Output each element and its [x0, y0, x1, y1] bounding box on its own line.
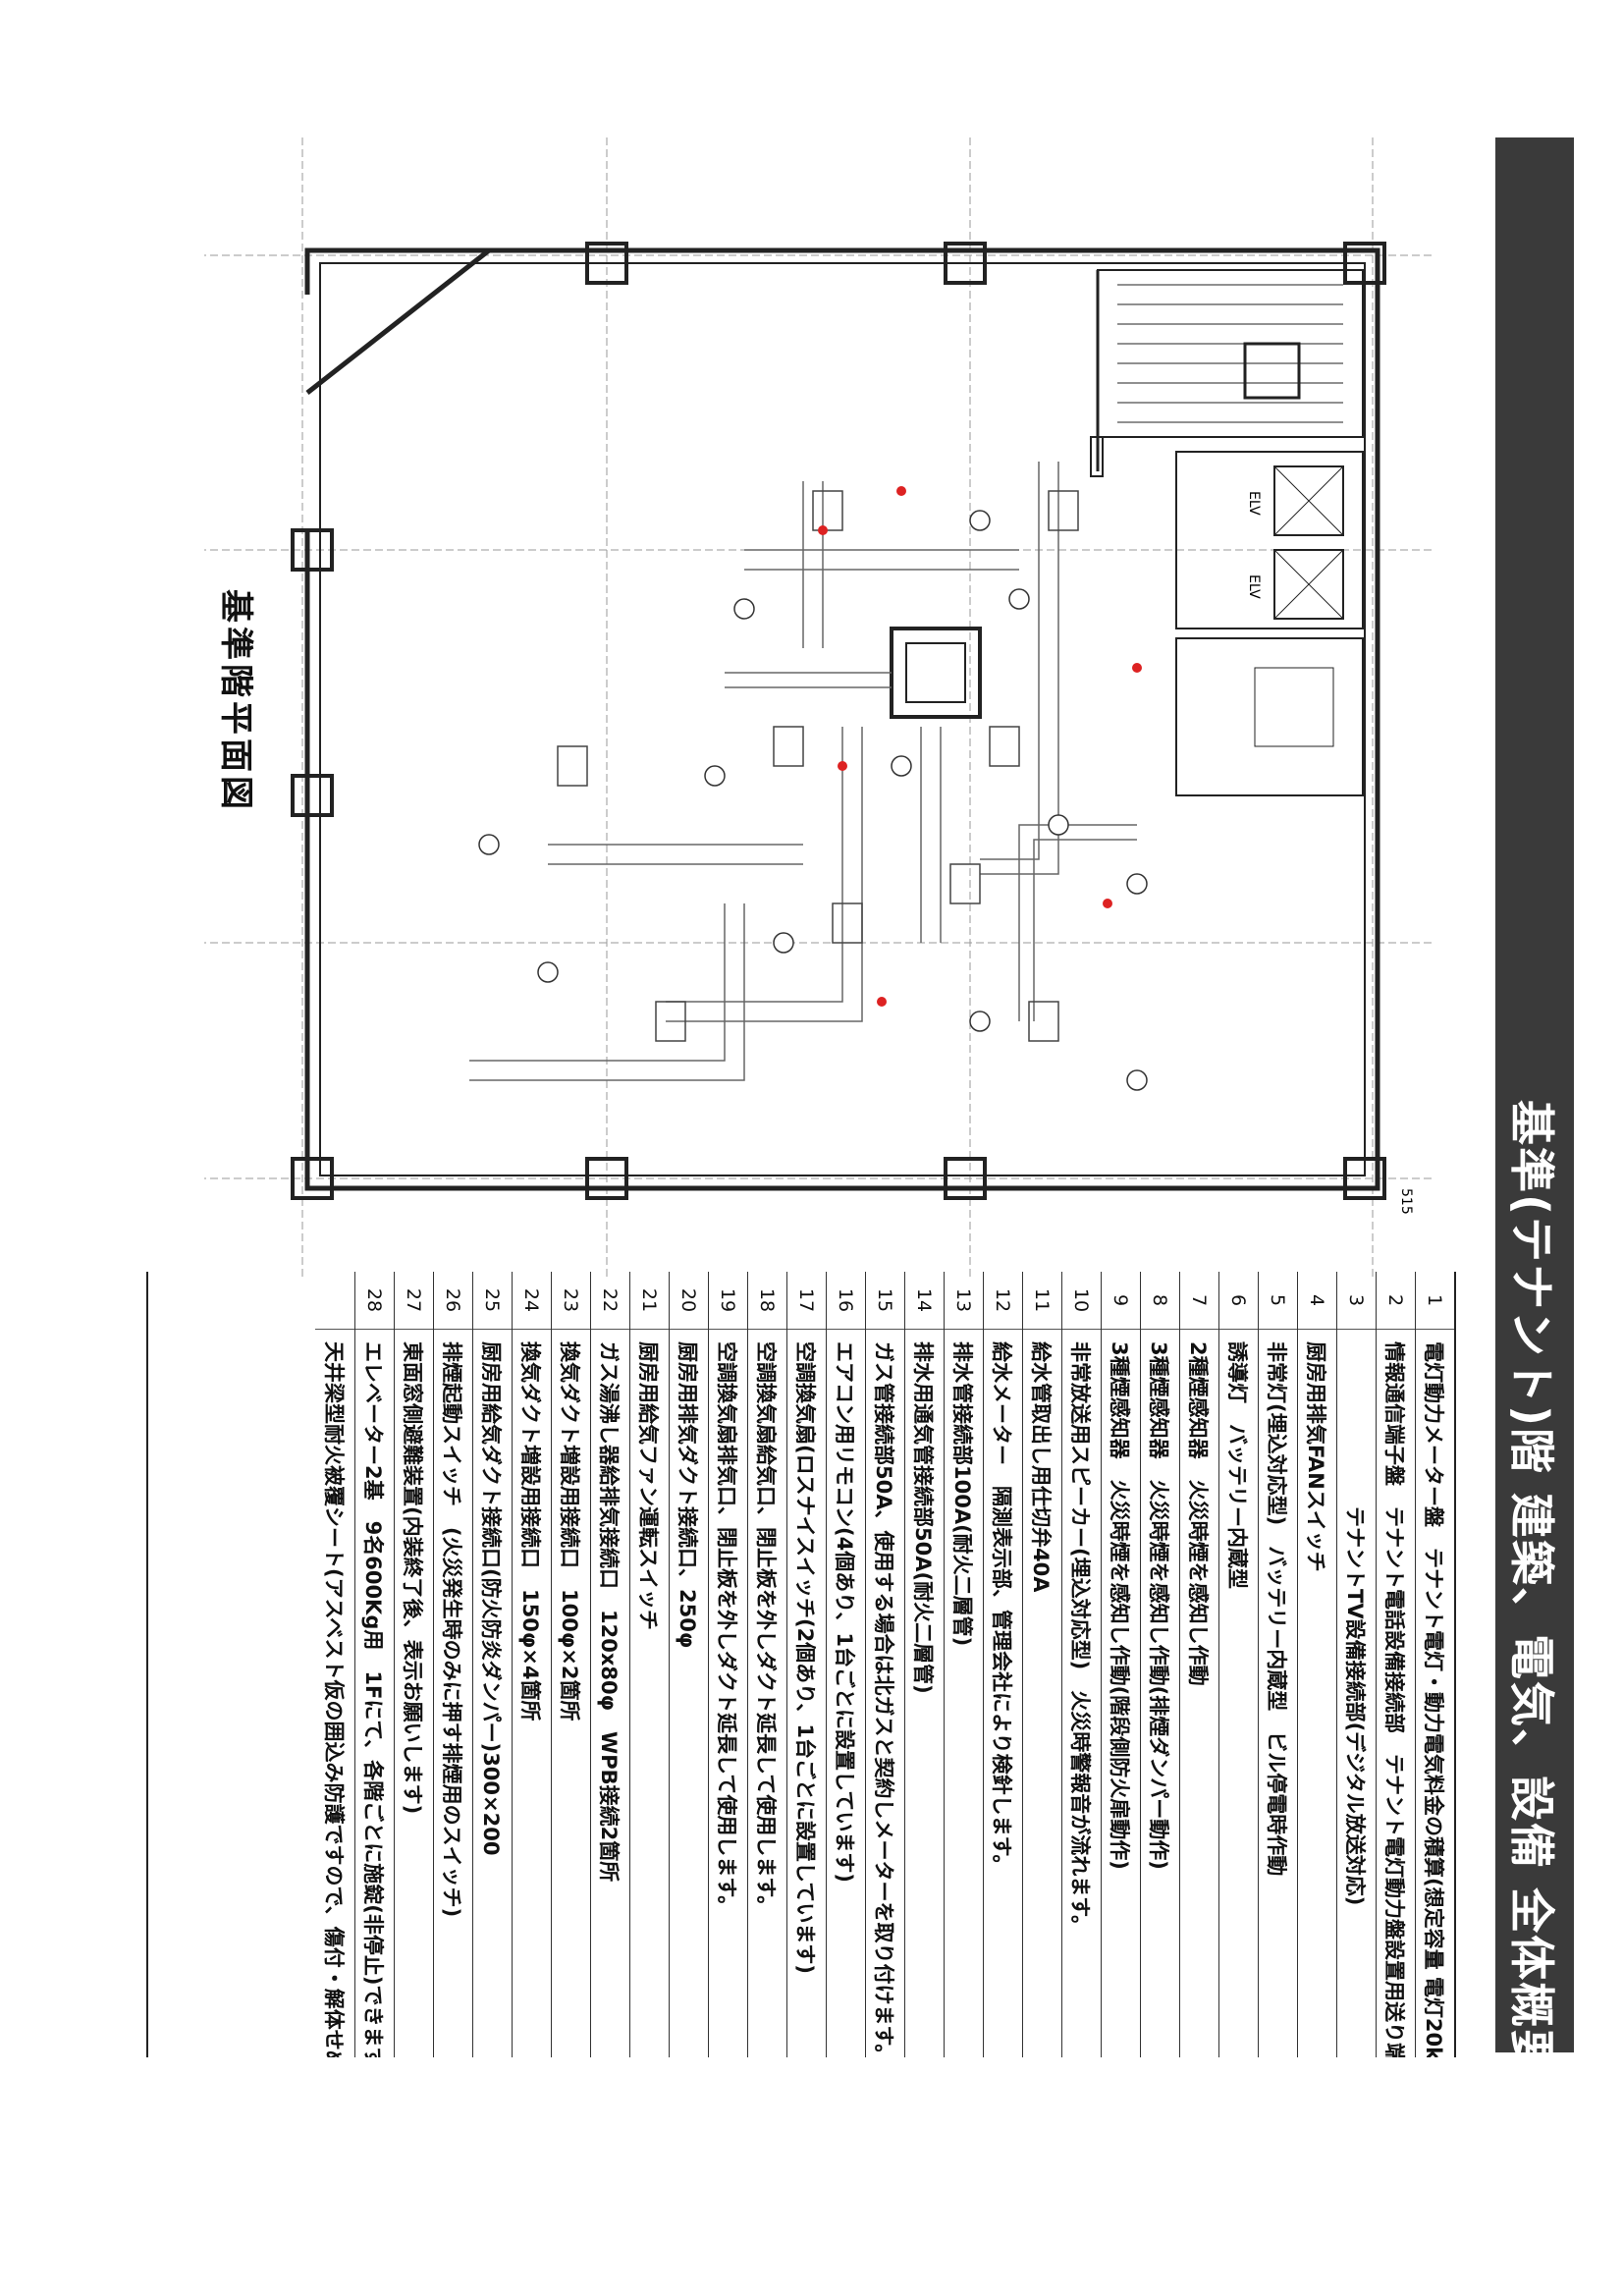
legend-number: 2 — [1384, 1293, 1407, 1307]
legend-row: 4 厨房用排気FANスイッチ — [1297, 1272, 1336, 2057]
legend-text: 3種煙感知器 火災時煙を感知し作動(排煙ダンパー動作) — [1141, 1329, 1179, 1870]
legend-number: 9 — [1109, 1293, 1132, 1307]
legend-text: ガス湯沸し器給排気接続口 120x80φ WPB接続2箇所 — [591, 1329, 629, 1883]
legend-row: 14 排水用通気管接続部50A(耐火二層管) — [904, 1272, 944, 2057]
legend-row: 13 排水管接続部100A(耐火二層管) — [944, 1272, 983, 2057]
legend-text: 厨房用給気ダクト接続口(防火防炎ダンパー)300×200 — [473, 1329, 512, 1856]
legend-number: 5 — [1267, 1293, 1289, 1307]
legend-row: 16 エアコン用リモコン(4個あり、1台ごとに設置しています) — [826, 1272, 865, 2057]
legend-text: 天井梁型耐火被覆シート(アスベスト仮の囲込み防護ですので、傷付・解体せぬ様に) — [315, 1329, 354, 2057]
legend-number: 6 — [1227, 1293, 1250, 1307]
legend-number: 4 — [1306, 1293, 1328, 1307]
legend-row: 8 3種煙感知器 火災時煙を感知し作動(排煙ダンパー動作) — [1140, 1272, 1179, 2057]
legend-text: ガス管接続部50A、使用する場合は北ガスと契約しメーターを取り付けます。 — [866, 1329, 904, 2057]
legend-number: 23 — [560, 1287, 582, 1313]
legend-row: 12 給水メーター 隔測表示部、管理会社により検針します。 — [983, 1272, 1022, 2057]
legend-text: 換気ダクト増設用接続口 150φ×4箇所 — [513, 1329, 551, 1722]
legend-number: 21 — [638, 1287, 661, 1313]
legend-number: 7 — [1188, 1293, 1211, 1307]
legend-text: 非常放送用スピーカー(埋込対応型) 火災時警報音が流れます。 — [1062, 1329, 1101, 1937]
legend-text: 空調換気扇(ロスナイスイッチ(2個あり、1台ごとに設置しています) — [787, 1329, 826, 1974]
legend-text: 厨房用給気ファン運転スイッチ — [630, 1329, 669, 1630]
legend-row: 20 厨房用排気ダクト接続口、250φ — [669, 1272, 708, 2057]
floor-plan: ELV ELV 515 — [204, 137, 1432, 1277]
legend-text: 厨房用排気FANスイッチ — [1298, 1329, 1336, 1572]
legend-number: 20 — [677, 1287, 700, 1313]
legend-text: 給水管取出し用仕切弁40A — [1023, 1329, 1061, 1593]
legend-number: 15 — [874, 1287, 896, 1313]
legend-text: 排水用通気管接続部50A(耐火二層管) — [905, 1329, 944, 1694]
legend-number: 16 — [835, 1287, 857, 1313]
legend-number: 12 — [992, 1287, 1014, 1313]
dimension-label: 515 — [1398, 1188, 1414, 1215]
legend-text: 換気ダクト増設用接続口 100φ×2箇所 — [552, 1329, 590, 1722]
legend-text: エレベーター2基 9名600Kg用 1Fにて、各階ごとに施錠(非停止)できます。 — [355, 1329, 394, 2057]
legend-text: テナントTV設備接続部(デジタル放送対応) — [1337, 1329, 1376, 1906]
legend-number: 27 — [403, 1287, 425, 1313]
legend-number: 11 — [1031, 1287, 1054, 1313]
title-banner: 基準(テナント)階 建築、電気、設備 全体概要説明書 — [1495, 137, 1574, 2217]
legend-text: 情報通信端子盤 テナント電話設備接続部 テナント電灯動力盤設置用送り端子付 — [1377, 1329, 1415, 2057]
legend-row: 25 厨房用給気ダクト接続口(防火防炎ダンパー)300×200 — [472, 1272, 512, 2057]
legend-number: 17 — [795, 1287, 818, 1313]
legend-row: 3 テナントTV設備接続部(デジタル放送対応) — [1336, 1272, 1376, 2057]
legend-number: 22 — [599, 1287, 622, 1313]
legend-row: 天井梁型耐火被覆シート(アスベスト仮の囲込み防護ですので、傷付・解体せぬ様に) — [315, 1272, 354, 2057]
legend-row: 6 誘導灯 バッテリー内蔵型 — [1218, 1272, 1258, 2057]
legend-row: 19 空調換気扇排気口、閉止板を外しダクト延長して使用します。 — [708, 1272, 747, 2057]
elevator-label-right: ELV — [1246, 574, 1262, 599]
legend-number: 8 — [1149, 1293, 1171, 1307]
legend-row: 7 2種煙感知器 火災時煙を感知し作動 — [1179, 1272, 1218, 2057]
legend-row: 1 電灯動力メーター盤 テナント電灯・動力電気料金の積算(想定容量 電灯20kW・… — [1415, 1272, 1454, 2057]
legend-row: 9 3種煙感知器 火災時煙を感知し作動(階段側防火扉動作) — [1101, 1272, 1140, 2057]
legend-row: 11 給水管取出し用仕切弁40A — [1022, 1272, 1061, 2057]
legend-number: 14 — [913, 1287, 936, 1313]
legend-number: 3 — [1345, 1293, 1368, 1307]
legend-row: 5 非常灯(埋込対応型) バッテリー内蔵型 ビル停電時作動 — [1258, 1272, 1297, 2057]
legend-number: 18 — [756, 1287, 779, 1313]
legend-text: 空調換気扇排気口、閉止板を外しダクト延長して使用します。 — [709, 1329, 747, 1917]
plan-caption: 基準階平面図 — [216, 589, 255, 813]
legend-number: 24 — [520, 1287, 543, 1313]
legend-row: 10 非常放送用スピーカー(埋込対応型) 火災時警報音が流れます。 — [1061, 1272, 1101, 2057]
legend-row: 2 情報通信端子盤 テナント電話設備接続部 テナント電灯動力盤設置用送り端子付 — [1376, 1272, 1415, 2057]
legend-row: 26 排煙起動スイッチ (火災発生時のみに押す排煙用のスイッチ) — [433, 1272, 472, 2057]
legend-text: 排水管接続部100A(耐火二層管) — [945, 1329, 983, 1647]
legend-text: 給水メーター 隔測表示部、管理会社により検針します。 — [984, 1329, 1022, 1876]
legend-row: 22 ガス湯沸し器給排気接続口 120x80φ WPB接続2箇所 — [590, 1272, 629, 2057]
legend-number: 13 — [952, 1287, 975, 1313]
legend-text: 3種煙感知器 火災時煙を感知し作動(階段側防火扉動作) — [1102, 1329, 1140, 1870]
legend-number: 19 — [717, 1287, 739, 1313]
legend-table: 1 電灯動力メーター盤 テナント電灯・動力電気料金の積算(想定容量 電灯20kW・… — [146, 1272, 1456, 2057]
legend-row: 18 空調換気扇給気口、閉止板を外しダクト延長して使用します。 — [747, 1272, 786, 2057]
legend-text: 排煙起動スイッチ (火災発生時のみに押す排煙用のスイッチ) — [434, 1329, 472, 1918]
legend-row: 27 東面窓側避難装置(内装終了後、表示お願いします) — [394, 1272, 433, 2057]
legend-row: 24 換気ダクト増設用接続口 150φ×4箇所 — [512, 1272, 551, 2057]
legend-row: 21 厨房用給気ファン運転スイッチ — [629, 1272, 669, 2057]
elevator-label-left: ELV — [1246, 491, 1262, 516]
legend-text: 誘導灯 バッテリー内蔵型 — [1219, 1329, 1258, 1589]
legend-number: 26 — [442, 1287, 464, 1313]
legend-text: 非常灯(埋込対応型) バッテリー内蔵型 ビル停電時作動 — [1259, 1329, 1297, 1877]
legend-text: 2種煙感知器 火災時煙を感知し作動 — [1180, 1329, 1218, 1686]
legend-row: 23 換気ダクト増設用接続口 100φ×2箇所 — [551, 1272, 590, 2057]
legend-text: 厨房用排気ダクト接続口、250φ — [670, 1329, 708, 1649]
legend-text: 東面窓側避難装置(内装終了後、表示お願いします) — [395, 1329, 433, 1815]
legend-text: 電灯動力メーター盤 テナント電灯・動力電気料金の積算(想定容量 電灯20kW・動… — [1416, 1329, 1454, 2057]
legend-row: 15 ガス管接続部50A、使用する場合は北ガスと契約しメーターを取り付けます。 — [865, 1272, 904, 2057]
legend-text: 空調換気扇給気口、閉止板を外しダクト延長して使用します。 — [748, 1329, 786, 1917]
legend-number: 25 — [481, 1287, 504, 1313]
page-title: 基準(テナント)階 建築、電気、設備 全体概要説明書 — [1505, 1100, 1558, 2218]
legend-row: 28 エレベーター2基 9名600Kg用 1Fにて、各階ごとに施錠(非停止)できま… — [354, 1272, 394, 2057]
legend-row: 17 空調換気扇(ロスナイスイッチ(2個あり、1台ごとに設置しています) — [786, 1272, 826, 2057]
legend-number: 10 — [1070, 1287, 1093, 1313]
legend-text: エアコン用リモコン(4個あり、1台ごとに設置しています) — [827, 1329, 865, 1883]
legend-number: 28 — [363, 1287, 386, 1313]
legend-number: 1 — [1424, 1293, 1446, 1307]
